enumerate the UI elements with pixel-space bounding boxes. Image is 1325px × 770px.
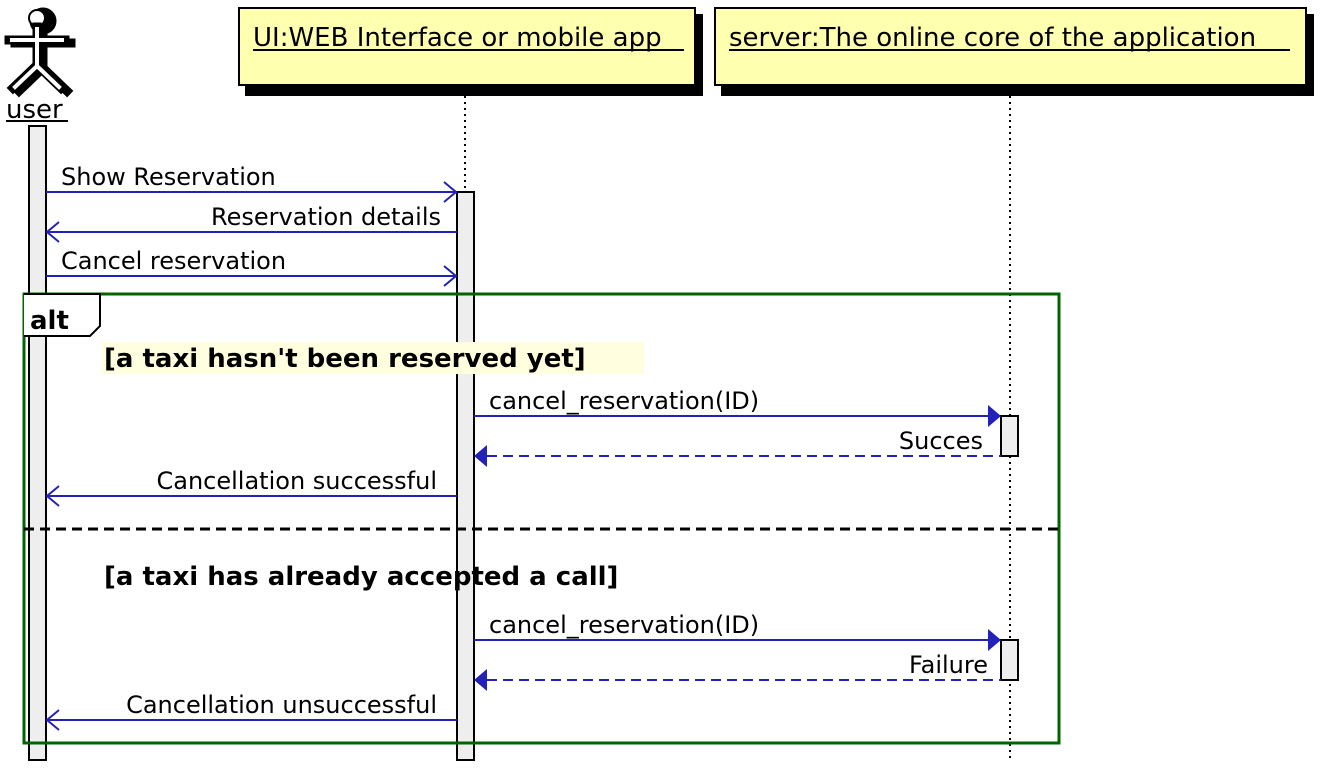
guard-1: [a taxi hasn't been reserved yet] xyxy=(104,344,586,374)
message-cancel-reservation: Cancel reservation xyxy=(46,247,458,287)
message-label: cancel_reservation(ID) xyxy=(489,387,759,415)
activation-user xyxy=(28,125,47,761)
message-label: Reservation details xyxy=(211,203,441,231)
message-label: Failure xyxy=(909,651,988,679)
participant-ui-label: UI:WEB Interface or mobile app xyxy=(253,23,662,53)
participant-server-label: server:The online core of the applicatio… xyxy=(729,23,1256,53)
activation-server-2 xyxy=(1000,639,1019,681)
message-cancellation-unsuccessful: Cancellation unsuccessful xyxy=(45,691,457,731)
participant-ui: UI:WEB Interface or mobile app xyxy=(238,7,703,96)
participant-server: server:The online core of the applicatio… xyxy=(714,7,1314,96)
guard-2: [a taxi has already accepted a call] xyxy=(104,562,618,592)
message-cancellation-successful: Cancellation successful xyxy=(45,467,457,507)
message-label: Cancellation successful xyxy=(157,467,438,495)
message-label: Cancel reservation xyxy=(61,247,286,275)
message-label: Show Reservation xyxy=(61,163,276,191)
activation-ui xyxy=(456,191,475,761)
message-cancel-reservation-id-1: cancel_reservation(ID) xyxy=(474,387,1001,427)
message-label: Succes xyxy=(899,427,983,455)
actor-user-icon xyxy=(4,7,76,98)
message-succes: Succes xyxy=(474,427,1001,467)
message-show-reservation: Show Reservation xyxy=(46,163,458,203)
fragment-operator: alt xyxy=(30,306,69,336)
message-cancel-reservation-id-2: cancel_reservation(ID) xyxy=(474,611,1001,651)
message-label: Cancellation unsuccessful xyxy=(126,691,437,719)
guard-highlight xyxy=(102,342,644,374)
message-reservation-details: Reservation details xyxy=(45,203,457,243)
message-label: cancel_reservation(ID) xyxy=(489,611,759,639)
alt-fragment: alt [a taxi hasn't been reserved yet] [a… xyxy=(22,292,1061,745)
message-failure: Failure xyxy=(474,651,1001,691)
activation-server-1 xyxy=(1000,415,1019,457)
